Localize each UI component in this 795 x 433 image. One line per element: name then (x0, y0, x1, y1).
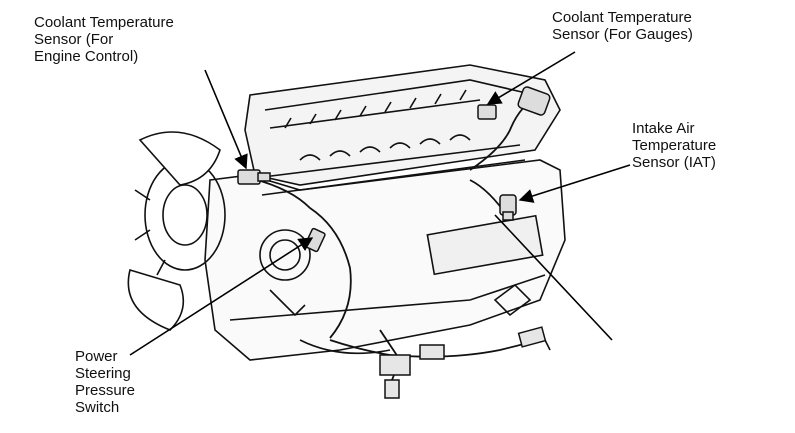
label-line: Coolant Temperature (552, 9, 692, 26)
leader-power-steering (129, 237, 314, 356)
label-line: Power (75, 348, 118, 365)
label-line: Sensor (IAT) (632, 154, 716, 171)
coolant-sensor-engine-control (237, 169, 271, 185)
label-line: Intake Air (632, 120, 695, 137)
label-line: Switch (75, 399, 120, 416)
leader-iat (518, 164, 631, 203)
coolant-sensor-gauges (477, 86, 551, 120)
label-power-steering-switch: Power Steering Pressure Switch (75, 348, 135, 416)
iat-sensor (499, 194, 517, 221)
leader-extra (494, 214, 613, 341)
lower-connectors (379, 326, 547, 399)
label-iat-sensor: Intake Air Temperature Sensor (IAT) (632, 120, 716, 171)
label-line: Coolant Temperature (34, 14, 174, 31)
leader-coolant-engine (204, 69, 248, 170)
label-line: Sensor (For (34, 31, 114, 48)
label-line: Temperature (632, 137, 717, 154)
label-line: Pressure (75, 382, 136, 399)
label-line: Steering (75, 365, 131, 382)
engine-block (127, 64, 566, 361)
leader-coolant-gauges (486, 51, 576, 105)
label-coolant-sensor-engine-control: Coolant Temperature Sensor (For Engine C… (34, 14, 174, 65)
label-line: Sensor (For Gauges) (552, 26, 693, 43)
label-coolant-sensor-gauges: Coolant Temperature Sensor (For Gauges) (552, 9, 693, 43)
label-line: Engine Control) (34, 48, 139, 65)
